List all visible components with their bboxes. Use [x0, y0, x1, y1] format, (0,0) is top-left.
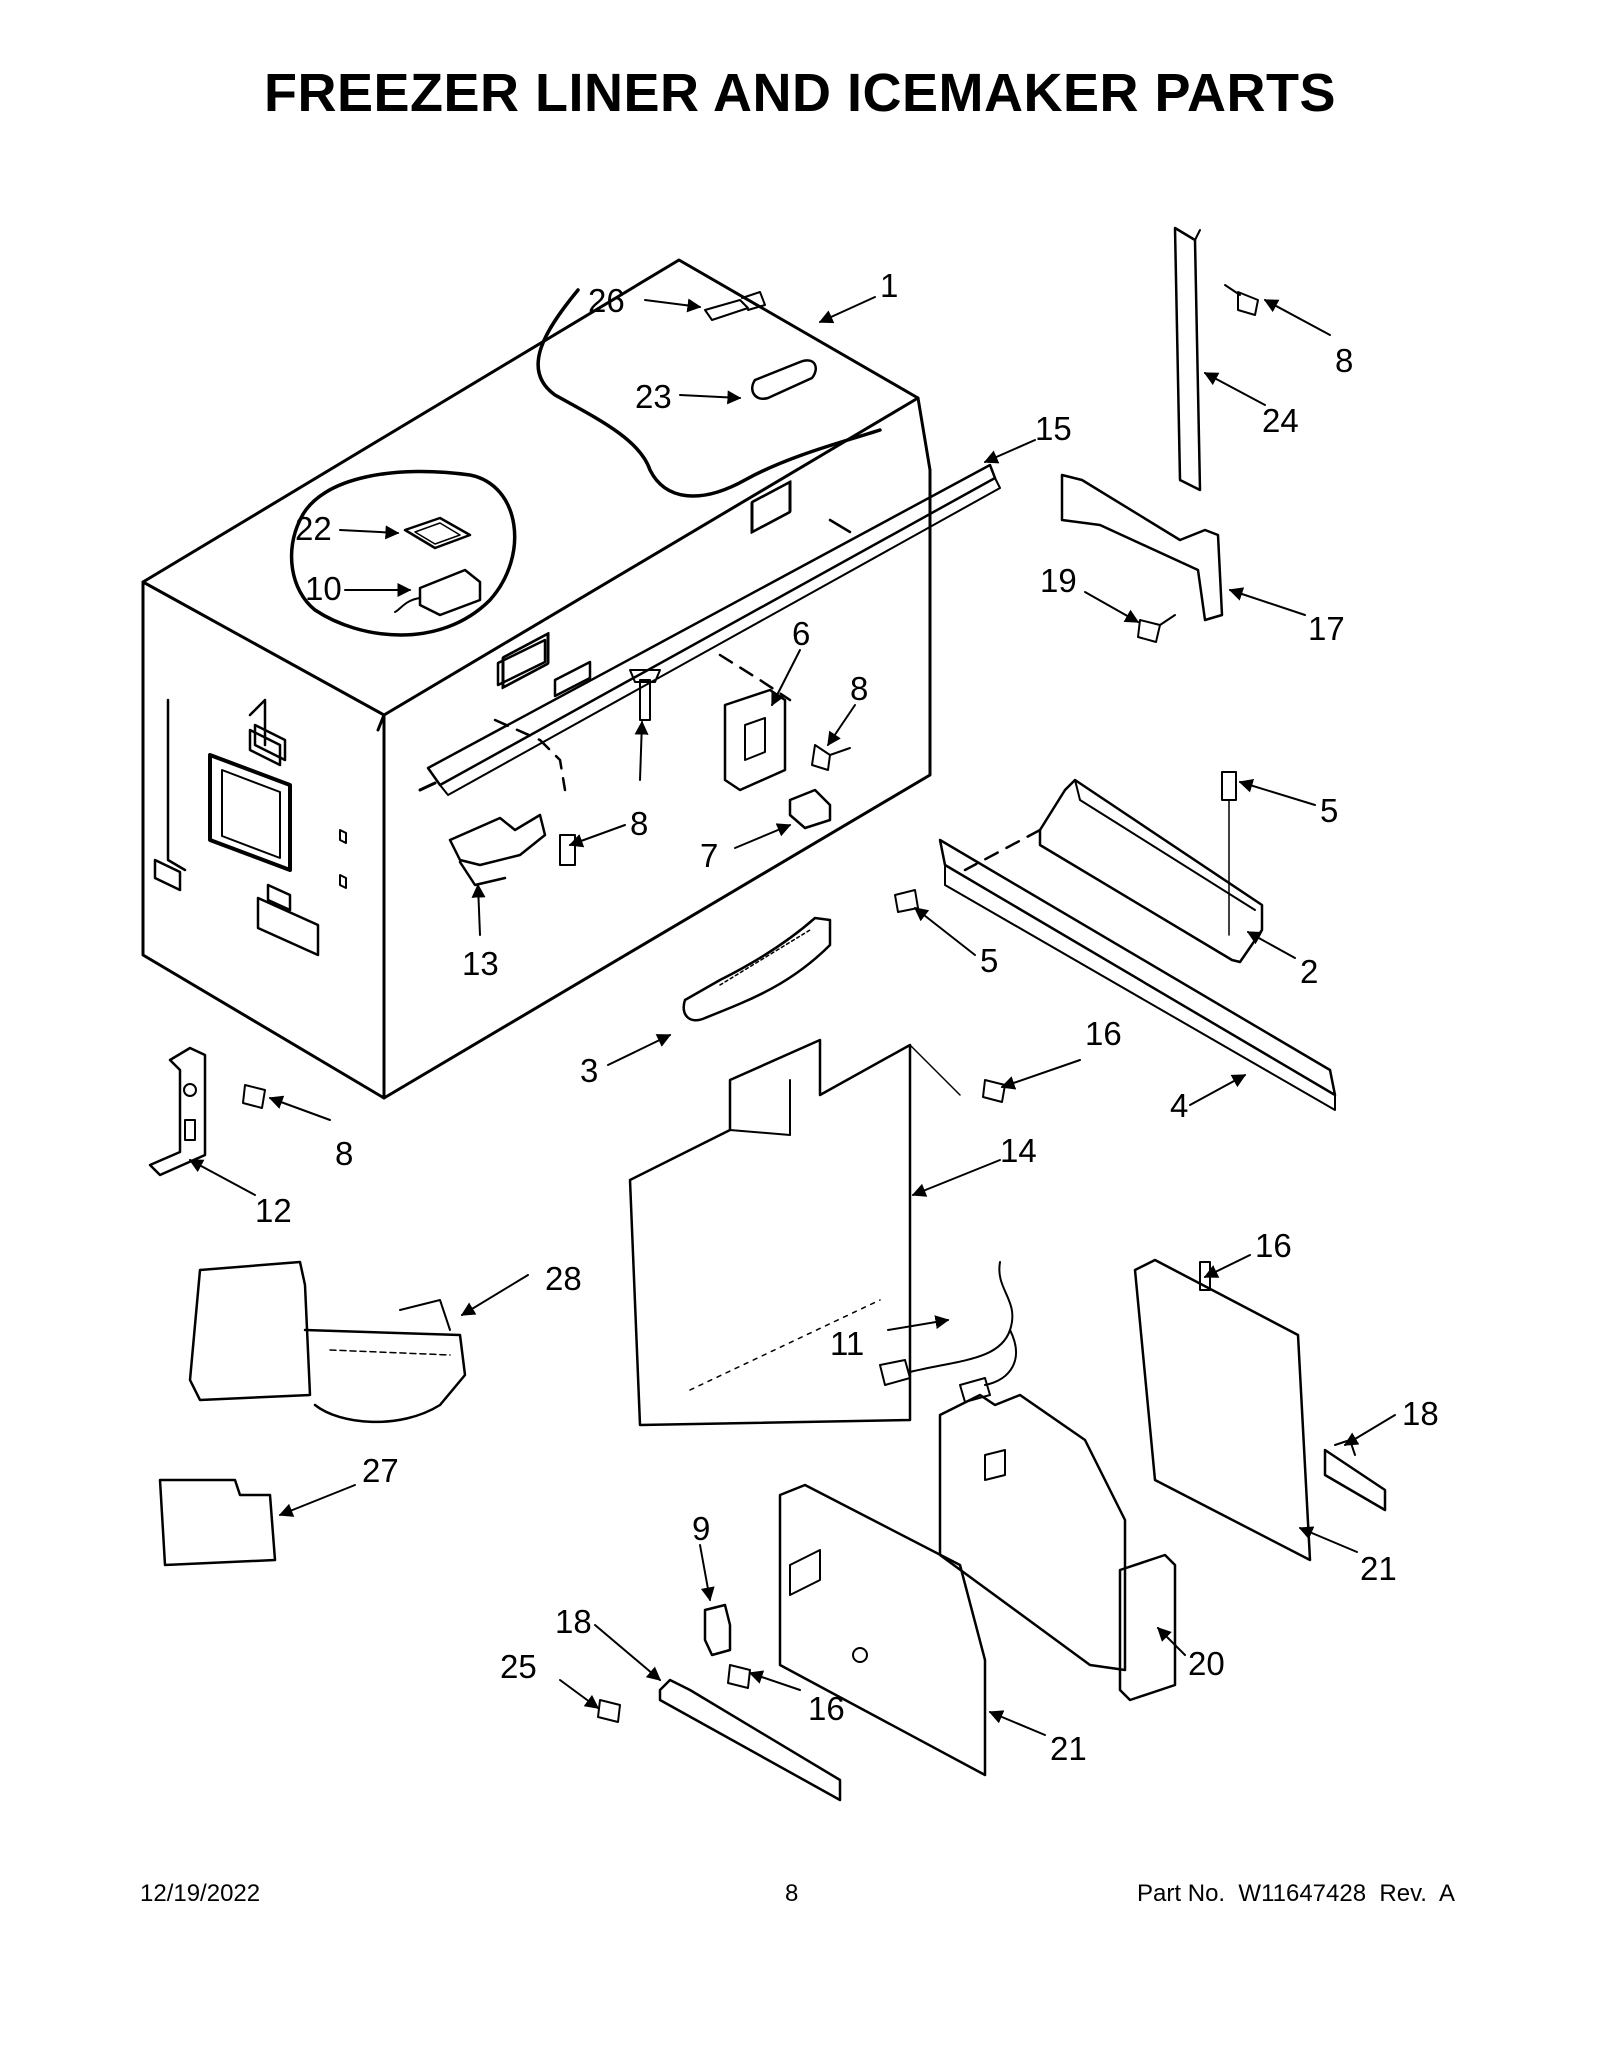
part-18-slide-right [1323, 1439, 1387, 1512]
callout-22: 22 [295, 510, 332, 547]
part-8-screw-top [1224, 284, 1259, 316]
part-23-cover [751, 359, 817, 401]
part-12-bracket [148, 1046, 207, 1177]
callout-15: 15 [1035, 410, 1072, 447]
part-21-plate-right [1133, 1258, 1312, 1562]
callout-8-liner: 8 [630, 805, 648, 842]
part-8-screw [629, 669, 661, 721]
callout-17: 17 [1308, 610, 1345, 647]
callout-8-mid: 8 [850, 670, 868, 707]
part-2-bracket [1038, 778, 1264, 964]
callout-23: 23 [635, 378, 672, 415]
footer-page-number: 8 [785, 1880, 799, 1907]
callout-11: 11 [830, 1325, 864, 1362]
callout-4: 4 [1170, 1087, 1188, 1124]
part-8-screw-c [559, 834, 576, 866]
callout-16-right: 16 [1255, 1227, 1292, 1264]
part-13-bracket [448, 813, 547, 887]
part-9-switch [703, 1603, 732, 1657]
part-21-plate-left [778, 1483, 987, 1777]
callout-16-bottom: 16 [808, 1690, 845, 1727]
part-6-bracket [723, 688, 787, 792]
part-7-clip [788, 788, 832, 830]
callout-2: 2 [1300, 953, 1318, 990]
callout-18-left: 18 [555, 1603, 592, 1640]
callout-20: 20 [1188, 1645, 1225, 1682]
part-8-screw-b [811, 744, 851, 771]
callout-3: 3 [580, 1052, 598, 1089]
callout-21-left: 21 [1050, 1730, 1087, 1767]
callout-5-mid: 5 [980, 942, 998, 979]
callout-19: 19 [1040, 562, 1077, 599]
part-11-harness [879, 1261, 1017, 1403]
callout-21-right: 21 [1360, 1550, 1397, 1587]
callout-8-top: 8 [1335, 342, 1353, 379]
callout-12: 12 [255, 1192, 292, 1229]
freezer-liner [141, 258, 1001, 1100]
part-26-connector [704, 291, 766, 321]
callout-6: 6 [792, 615, 810, 652]
callout-27: 27 [362, 1452, 399, 1489]
part-4-slide [938, 838, 1337, 1111]
part-3-cover [682, 916, 832, 1022]
part-14-panel [628, 1038, 961, 1427]
leader-arrows [188, 296, 1396, 1736]
callout-8-left: 8 [335, 1135, 353, 1172]
callout-5-top: 5 [1320, 792, 1338, 829]
part-28-icemaker [188, 1260, 467, 1424]
page-title: FREEZER LINER AND ICEMAKER PARTS [263, 63, 1337, 123]
callout-7: 7 [700, 837, 718, 874]
callout-13: 13 [462, 945, 499, 982]
callout-1: 1 [880, 267, 898, 304]
footer-date: 12/19/2022 [140, 1880, 261, 1907]
part-mid-housing [938, 1393, 1127, 1672]
callout-26: 26 [588, 282, 625, 319]
part-17-bracket [1060, 473, 1224, 622]
part-20-block [1118, 1553, 1177, 1702]
dashed-leader [963, 828, 1042, 872]
part-18-slide-left [658, 1678, 842, 1802]
part-16-screw-b [1199, 1261, 1211, 1291]
part-10-module [394, 568, 482, 617]
part-19-screw [1137, 614, 1176, 643]
part-16-screw-c [727, 1664, 751, 1689]
callout-10: 10 [305, 570, 342, 607]
part-16-screw [982, 1079, 1006, 1103]
part-27-plate [158, 1478, 277, 1567]
callout-18-right: 18 [1402, 1395, 1439, 1432]
part-8-screw-d [242, 1084, 266, 1109]
callout-14: 14 [1000, 1132, 1037, 1169]
part-5-screw [1221, 771, 1237, 936]
callout-25: 25 [500, 1648, 537, 1685]
part-22-pad [403, 516, 472, 550]
footer-part-number: Part No. W11647428 Rev. A [1137, 1880, 1455, 1907]
callout-labels: 1 26 23 15 22 10 8 24 19 17 6 8 8 7 13 5… [255, 267, 1439, 1767]
callout-16-top: 16 [1085, 1015, 1122, 1052]
callout-24: 24 [1262, 402, 1299, 439]
callout-28: 28 [545, 1260, 582, 1297]
callout-9: 9 [692, 1510, 710, 1547]
part-25-screw [597, 1699, 621, 1723]
part-24-rail [1173, 226, 1202, 492]
